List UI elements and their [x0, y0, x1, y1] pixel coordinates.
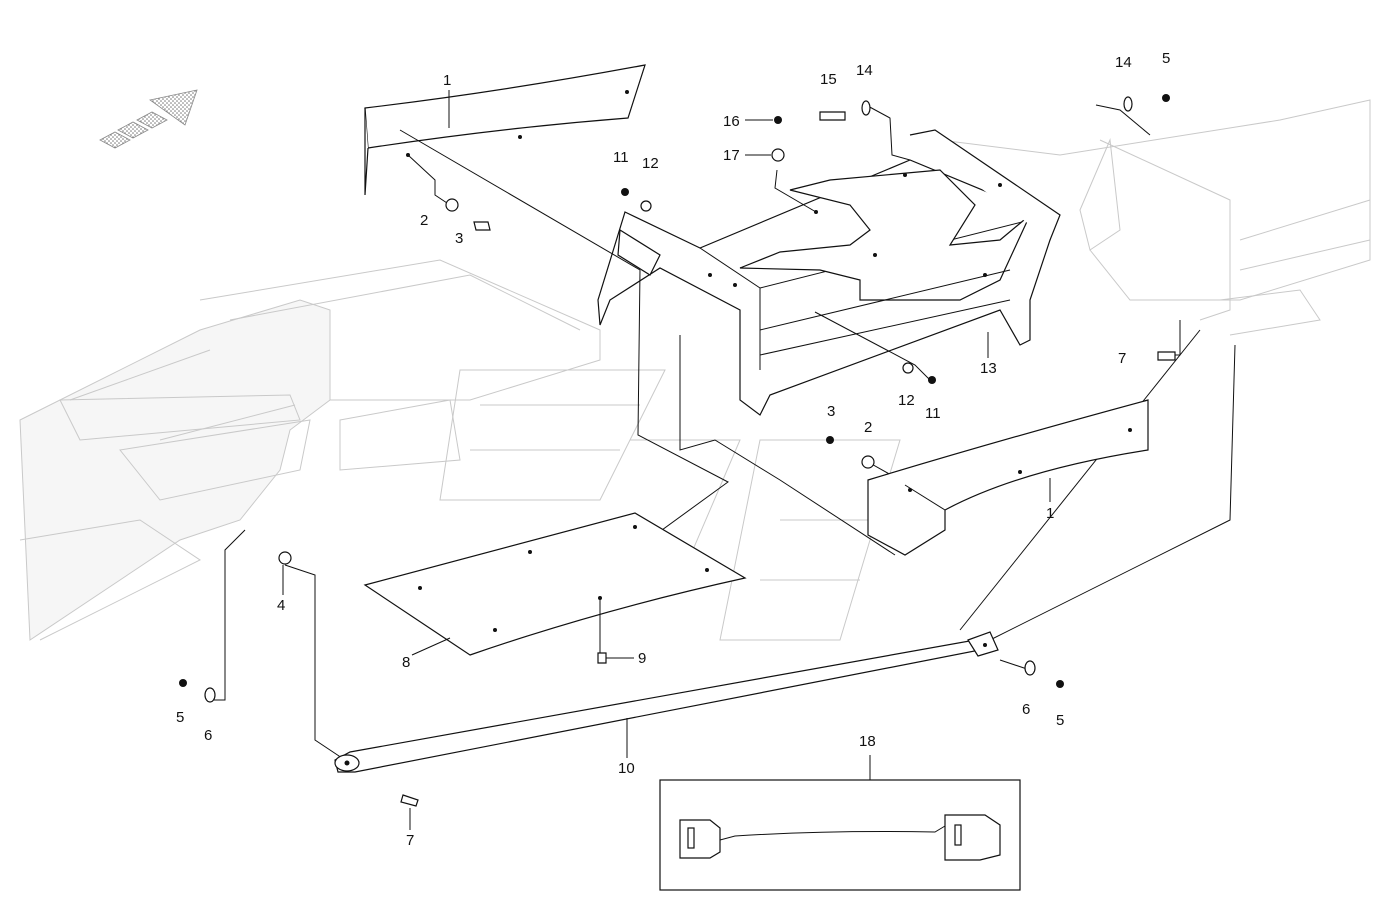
callout-16: 16	[723, 113, 740, 130]
callout-2: 2	[864, 419, 872, 436]
plate-part-8	[363, 512, 747, 656]
callout-1: 1	[443, 72, 451, 89]
callout-2: 2	[420, 212, 428, 229]
main-bracket-part-13	[597, 129, 1061, 416]
callout-5: 5	[1056, 712, 1064, 729]
callout-14: 14	[1115, 54, 1132, 71]
callout-13: 13	[980, 360, 997, 377]
callout-6: 6	[204, 727, 212, 744]
rod-part-10	[334, 631, 999, 773]
callout-18: 18	[859, 733, 876, 750]
callout-8: 8	[402, 654, 410, 671]
hardware-fasteners	[179, 94, 1176, 807]
callout-labels: 1 1 2 2 3 3 4 5 5 5 6 6 7 7 8 9 10 11 11…	[176, 50, 1170, 849]
callout-5: 5	[176, 709, 184, 726]
direction-arrow-icon	[99, 89, 198, 149]
callout-14: 14	[856, 62, 873, 79]
callout-10: 10	[618, 760, 635, 777]
plate-upper-part-1	[364, 64, 646, 196]
callout-11: 11	[613, 149, 629, 166]
callout-6: 6	[1022, 701, 1030, 718]
plate-lower-part-1	[867, 399, 1149, 556]
callout-11: 11	[925, 405, 941, 422]
callout-5: 5	[1162, 50, 1170, 67]
callout-17: 17	[723, 147, 740, 164]
callout-12: 12	[642, 155, 659, 172]
callout-7: 7	[1118, 350, 1126, 367]
cable-detail-box-part-18	[659, 755, 1021, 891]
background-machine-frame	[19, 99, 1371, 641]
callout-9: 9	[638, 650, 646, 667]
callout-4: 4	[277, 597, 285, 614]
callout-7: 7	[406, 832, 414, 849]
callout-15: 15	[820, 71, 837, 88]
callout-3: 3	[827, 403, 835, 420]
callout-12: 12	[898, 392, 915, 409]
leader-lines	[210, 104, 1236, 761]
callout-1: 1	[1046, 505, 1054, 522]
callout-3: 3	[455, 230, 463, 247]
